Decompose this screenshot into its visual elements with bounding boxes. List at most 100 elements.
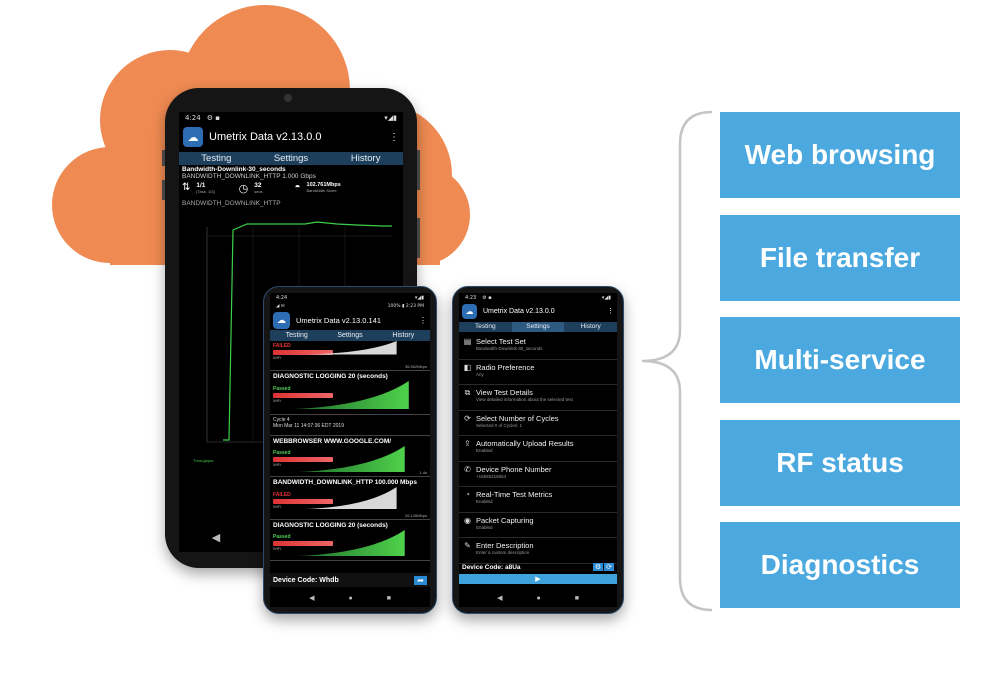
right-phone-screen: 4:23 ⚙ ▪ ▾◢▮ ☁ Umetrix Data v2.13.0.0 ⋮ … (459, 293, 617, 607)
back-icon[interactable]: ◀ (309, 595, 315, 602)
tab-settings[interactable]: Settings (337, 332, 363, 339)
overflow-menu-icon[interactable]: ⋮ (389, 131, 399, 143)
tab-testing[interactable]: Testing (285, 332, 308, 339)
device-code-bar: Device Code: a8Ua ⚙ ⟳ (459, 561, 617, 573)
recents-icon[interactable]: ■ (574, 594, 579, 602)
device-code: Device Code: Whdb (273, 576, 339, 584)
device-code: Device Code: a8Ua (462, 563, 521, 571)
speedometer-icon: ◓ (294, 182, 301, 193)
tab-settings[interactable]: Settings (273, 153, 309, 164)
app-title: Umetrix Data v2.13.0.0 (483, 307, 555, 315)
status-time: 4:24 (185, 114, 201, 122)
tab-testing[interactable]: Testing (475, 323, 496, 330)
app-logo-icon: ☁ (462, 303, 477, 319)
app-logo-icon: ☁ (273, 311, 290, 329)
signal-icon: ▾◢▮ (601, 294, 611, 301)
results-list: FAILED WiFi 36.562Mbps DIAGNOSTIC LOGGIN… (270, 341, 430, 561)
status-time: 4:24 (276, 294, 288, 301)
front-camera (284, 94, 292, 102)
list-item[interactable]: BANDWIDTH_DOWNLINK_HTTP 100.000 Mbps FAI… (270, 477, 430, 520)
setting-device-phone-number[interactable]: ✆ Device Phone Number+15555215554 (459, 462, 617, 487)
nav-bar: ◀ ● ■ (459, 589, 617, 607)
score-value: 102.761Mbps (306, 182, 341, 188)
pass-bar (273, 457, 333, 462)
tab-testing[interactable]: Testing (201, 153, 232, 164)
score-label: Bandwidth Score (306, 188, 337, 193)
fail-bar (273, 499, 333, 504)
list-item[interactable]: DIAGNOSTIC LOGGING 20 (seconds) Passed W… (270, 520, 430, 561)
list-icon: ▤ (463, 337, 472, 346)
share-icon[interactable]: ➦ (414, 575, 427, 585)
feature-multi-service: Multi-service (720, 317, 960, 403)
start-test-button[interactable]: ▶ (459, 574, 617, 584)
back-icon[interactable]: ◀ (497, 595, 503, 602)
fail-bar (273, 350, 333, 355)
metrics-icon: ◔ (465, 490, 470, 499)
play-icon: ▶ (535, 576, 541, 583)
app-header: ☁ Umetrix Data v2.13.0.0 ⋮ (459, 302, 617, 320)
section-label: BANDWIDTH_DOWNLINK_HTTP (182, 200, 281, 207)
throughput-line (223, 221, 392, 441)
tab-history[interactable]: History (392, 332, 415, 339)
list-item[interactable]: Cycle 4 Mon Mar 11 14:07:36 EDT 2019 (270, 415, 430, 436)
result-ramp (306, 487, 397, 509)
back-icon[interactable]: ◀ (211, 531, 221, 544)
result-ramp (293, 381, 409, 409)
list-item[interactable]: DIAGNOSTIC LOGGING 20 (seconds) Passed W… (270, 371, 430, 415)
curly-brace (641, 110, 713, 612)
app-title: Umetrix Data v2.13.0.141 (296, 315, 382, 325)
feature-file-transfer: File transfer (720, 215, 960, 301)
transfer-arrows-icon: ⇅ (182, 182, 191, 193)
feature-rf-status: RF status (720, 420, 960, 506)
overflow-menu-icon[interactable]: ⋮ (607, 308, 614, 315)
list-item[interactable]: FAILED WiFi 36.562Mbps (270, 341, 430, 371)
overflow-menu-icon[interactable]: ⋮ (419, 315, 427, 325)
nav-bar: ◀ ● ■ (270, 589, 430, 607)
app-header: ☁ Umetrix Data v2.13.0.141 ⋮ (270, 310, 430, 330)
graph-legend: Throughput (193, 458, 214, 463)
home-icon[interactable]: ● (348, 594, 353, 602)
status-right: 100% ▮ 2:23 PM (387, 303, 424, 309)
app-logo-icon: ☁ (183, 127, 203, 147)
status-bar: 4:24 ▾◢▮ (270, 293, 430, 302)
radio-icon: ◧ (463, 362, 472, 372)
notification-icons: ◢ ✉ (276, 303, 285, 309)
settings-icon[interactable]: ⚙ (592, 563, 604, 571)
tab-settings[interactable]: Settings (511, 322, 565, 332)
signal-icon: ▾◢▮ (384, 114, 397, 122)
edit-icon: ✎ (464, 541, 471, 550)
feature-diagnostics: Diagnostics (720, 522, 960, 608)
upload-icon: ⇪ (464, 439, 471, 448)
status-bar: 4:24 ⚙ ▪ ▾◢▮ (179, 112, 403, 124)
app-title: Umetrix Data v2.13.0.0 (209, 131, 322, 143)
refresh-icon[interactable]: ⟳ (604, 563, 614, 571)
home-icon[interactable]: ● (536, 594, 541, 602)
tab-history[interactable]: History (580, 323, 601, 330)
details-icon: ⧉ (464, 388, 471, 397)
test-name: Bandwidth-Downlink-30_seconds (182, 166, 286, 173)
phone-icon: ✆ (464, 464, 471, 474)
feature-web-browsing: Web browsing (720, 112, 960, 198)
side-button (417, 150, 420, 190)
device-code-bar: Device Code: Whdb ➦ (270, 573, 430, 587)
test-detail: BANDWIDTH_DOWNLINK_HTTP 1.000 Gbps (182, 173, 316, 180)
tab-bar: Testing Settings History (459, 322, 617, 332)
list-item[interactable]: WEBBROWSER WWW.GOOGLE.COM/ Passed WiFi 1… (270, 436, 430, 477)
recents-icon[interactable]: ■ (386, 594, 391, 602)
signal-icon: ▾◢▮ (414, 294, 424, 301)
gear-icon: ⚙ ▪ (206, 114, 220, 122)
nav-bar: ◀ (179, 522, 403, 552)
eye-icon: ◉ (464, 515, 471, 525)
middle-phone-screen: 4:24 ▾◢▮ ◢ ✉ 100% ▮ 2:23 PM ☁ Umetrix Da… (270, 293, 430, 607)
middle-phone: 4:24 ▾◢▮ ◢ ✉ 100% ▮ 2:23 PM ☁ Umetrix Da… (263, 286, 437, 614)
tab-history[interactable]: History (350, 153, 381, 164)
